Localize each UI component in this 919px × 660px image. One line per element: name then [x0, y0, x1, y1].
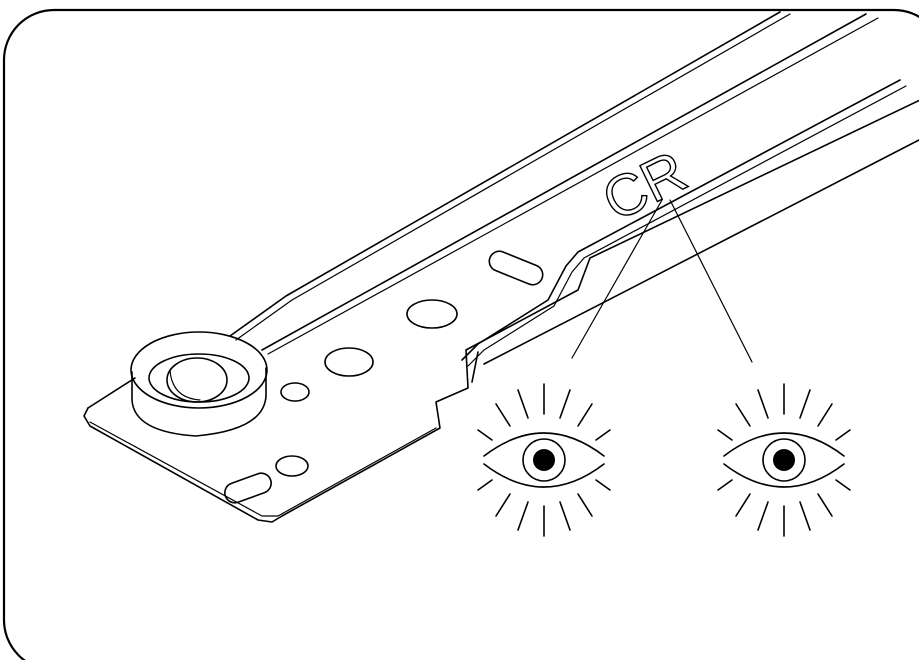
roller-top: [130, 331, 268, 409]
drawer-rail: [83, 11, 919, 523]
hole-slot: [224, 472, 272, 504]
rail-plate-outline: [83, 99, 919, 523]
rail-top-edge: [229, 11, 781, 337]
eye-icon: [717, 383, 851, 537]
rail-holes: [224, 250, 544, 504]
rail-plate-edge: [89, 421, 437, 517]
leader-line-right: [669, 199, 753, 363]
eye-icon: [477, 383, 611, 537]
marking-label: CR: [593, 138, 697, 233]
rail-left-edge: [87, 377, 136, 409]
roller-hub-shade: [169, 369, 201, 401]
hole-round: [406, 299, 458, 329]
rail-flange-step: [471, 351, 479, 383]
rail-flange-upper-inner: [467, 85, 907, 367]
roller-side: [131, 367, 267, 437]
rail-top-edge-inner: [235, 13, 791, 341]
leader-line-left: [571, 199, 663, 359]
hole-round: [280, 382, 310, 402]
rail-fold-line-inner: [267, 17, 879, 355]
roller-wheel: [130, 331, 268, 437]
roller-hub-inner: [166, 357, 228, 403]
hole-round: [275, 455, 309, 477]
hole-round: [324, 347, 374, 377]
frame-border: [2, 8, 919, 660]
roller-hub-outer: [148, 353, 250, 403]
rail-fold-line: [261, 13, 867, 351]
hole-slot: [488, 250, 544, 286]
rail-flange-lower: [483, 139, 919, 365]
rail-flange-upper: [461, 79, 901, 361]
